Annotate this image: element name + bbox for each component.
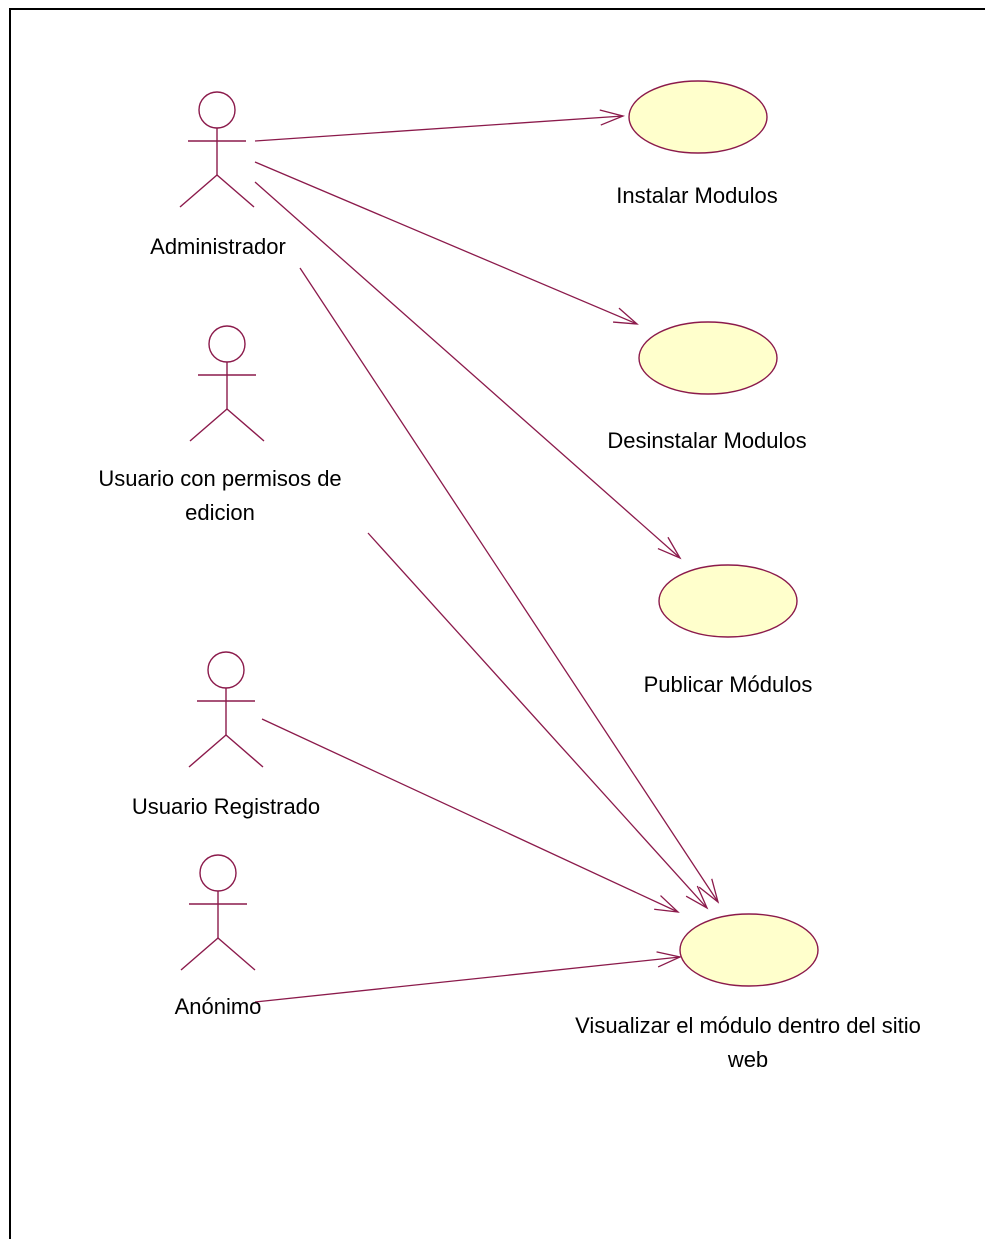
association-line (254, 181, 681, 559)
stick-figure-icon (189, 325, 265, 442)
arrowhead-icon (613, 307, 639, 325)
diagram-frame (9, 8, 985, 1239)
association-line (367, 532, 708, 909)
actor-label: Anónimo (175, 994, 262, 1019)
arrowhead-icon (685, 885, 709, 910)
use-case-publish[interactable]: Publicar Módulos (644, 564, 813, 697)
use-case-view[interactable]: Visualizar el módulo dentro del sitio web (575, 913, 921, 1072)
association-admin-view (299, 267, 720, 904)
use-case-ellipse[interactable] (638, 321, 778, 395)
arrowhead-icon (657, 536, 682, 560)
actor-registered[interactable]: Usuario Registrado (132, 651, 320, 819)
arrowhead-icon (698, 878, 720, 904)
actor-label: edicion (185, 500, 255, 525)
use-case-label: Instalar Modulos (616, 183, 777, 208)
use-case-ellipse[interactable] (679, 913, 819, 987)
use-case-ellipse[interactable] (658, 564, 798, 638)
arrowhead-icon (656, 951, 683, 968)
use-case-install[interactable]: Instalar Modulos (616, 80, 778, 208)
actor-anonymous[interactable]: Anónimo (175, 854, 262, 1019)
actor-label: Usuario con permisos de (98, 466, 341, 491)
association-line (299, 267, 719, 903)
use-case-label: Visualizar el módulo dentro del sitio (575, 1013, 921, 1038)
association-admin-install (254, 109, 626, 142)
association-anonymous-view (254, 951, 683, 1003)
association-line (254, 956, 681, 1003)
actor-label: Administrador (150, 234, 286, 259)
association-line (254, 115, 624, 142)
association-admin-uninstall (254, 161, 639, 325)
association-admin-publish (254, 181, 682, 560)
arrowhead-icon (599, 109, 626, 126)
use-case-ellipse[interactable] (628, 80, 768, 154)
arrowhead-icon (654, 895, 680, 913)
use-case-uninstall[interactable]: Desinstalar Modulos (607, 321, 807, 453)
association-line (261, 718, 679, 913)
use-case-label: Desinstalar Modulos (607, 428, 806, 453)
actor-label: Usuario Registrado (132, 794, 320, 819)
association-registered-view (261, 718, 680, 913)
use-case-label: Publicar Módulos (644, 672, 813, 697)
association-editor-view (367, 532, 709, 910)
stick-figure-icon (179, 91, 255, 208)
actor-admin[interactable]: Administrador (150, 91, 286, 259)
actor-editor[interactable]: Usuario con permisos de edicion (98, 325, 342, 525)
association-line (254, 161, 638, 325)
use-case-label: web (727, 1047, 768, 1072)
stick-figure-icon (180, 854, 256, 971)
associations (254, 109, 720, 1003)
stick-figure-icon (188, 651, 264, 768)
